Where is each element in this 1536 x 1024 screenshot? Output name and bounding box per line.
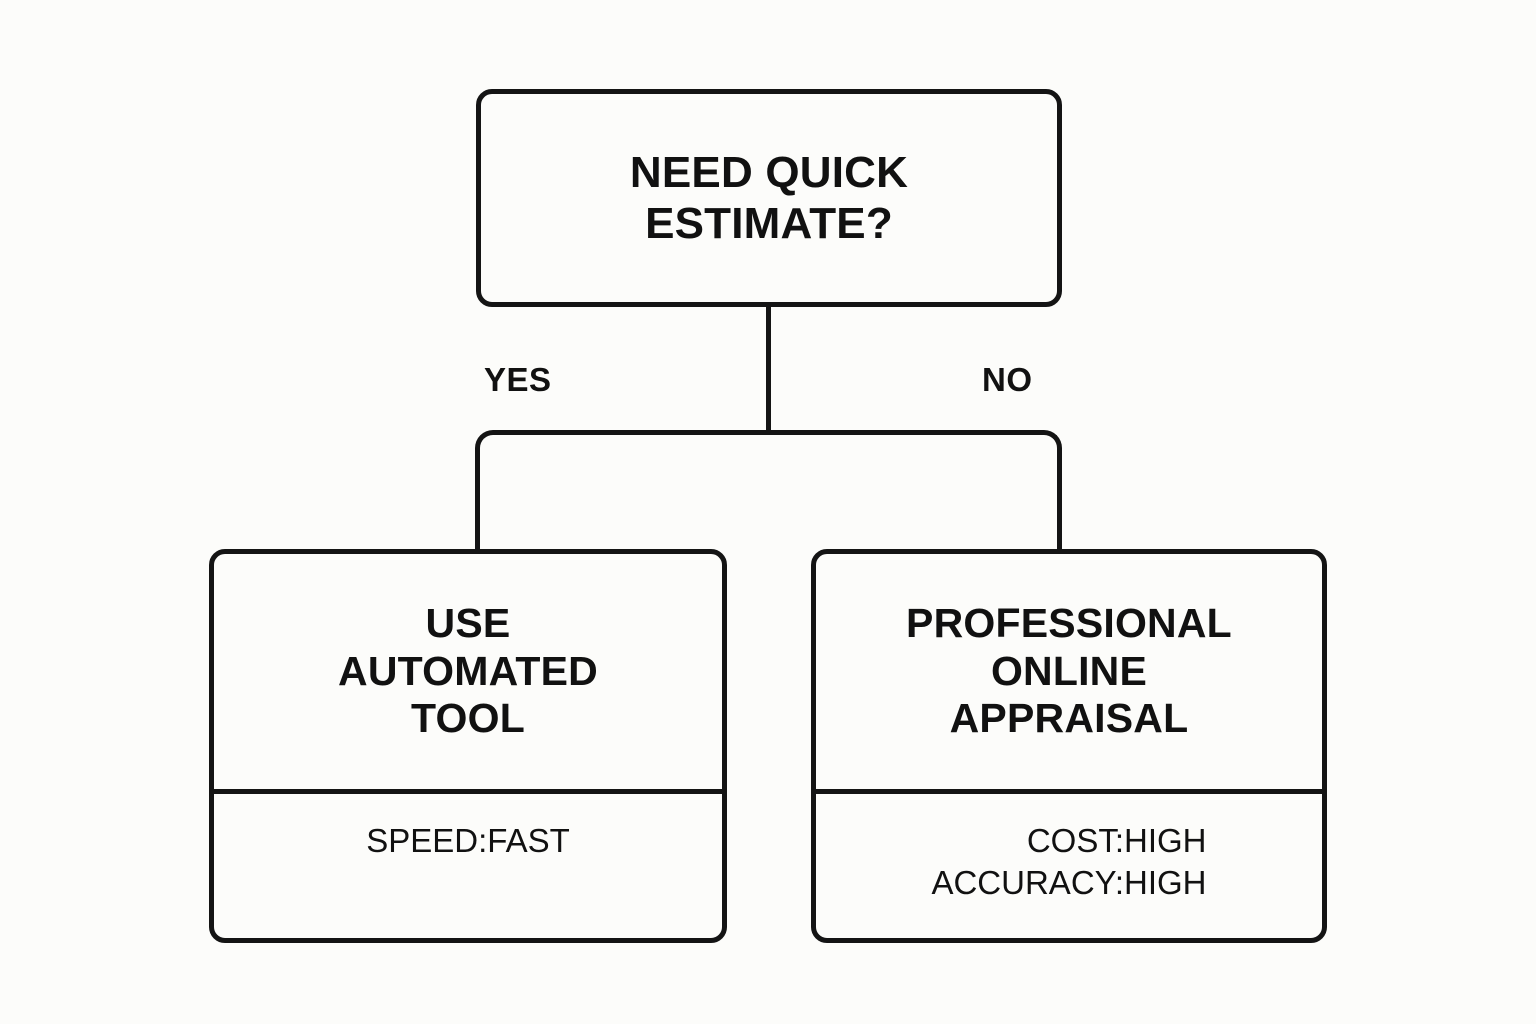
attribute-row: ACCURACY: HIGH [931, 862, 1206, 904]
connector-stem-vertical [766, 305, 771, 432]
outcome-right-header: PROFESSIONAL ONLINE APPRAISAL [816, 554, 1322, 789]
attribute-value: HIGH [1124, 864, 1207, 902]
outcome-right-title: PROFESSIONAL ONLINE APPRAISAL [906, 600, 1232, 742]
attribute-key: COST: [1026, 822, 1125, 859]
attribute-row: COST: HIGH [931, 820, 1207, 862]
outcome-right-divider [816, 789, 1322, 794]
branch-label-no: NO [982, 361, 1033, 398]
branch-label-yes: YES [484, 361, 552, 398]
outcome-left-attributes: SPEED: FAST [214, 794, 722, 938]
outcome-left-attribute-table: SPEED: FAST [366, 820, 570, 862]
attribute-value: HIGH [1124, 822, 1207, 859]
decision-node-title: NEED QUICK ESTIMATE? [629, 147, 909, 248]
attribute-row: SPEED: FAST [366, 820, 570, 862]
attribute-key: SPEED: [366, 822, 488, 859]
attribute-key: ACCURACY: [931, 864, 1125, 902]
outcome-right-attributes: COST: HIGH ACCURACY: HIGH [816, 794, 1322, 938]
decision-node[interactable]: NEED QUICK ESTIMATE? [476, 89, 1062, 307]
outcome-left-divider [214, 789, 722, 794]
outcome-node-automated-tool[interactable]: USE AUTOMATED TOOL SPEED: FAST [209, 549, 727, 943]
outcome-left-header: USE AUTOMATED TOOL [214, 554, 722, 789]
outcome-left-title: USE AUTOMATED TOOL [338, 600, 598, 742]
attribute-value: FAST [487, 822, 570, 859]
connector-branch-bracket [475, 430, 1062, 551]
outcome-right-attribute-table: COST: HIGH ACCURACY: HIGH [931, 820, 1206, 904]
outcome-node-professional-appraisal[interactable]: PROFESSIONAL ONLINE APPRAISAL COST: HIGH… [811, 549, 1327, 943]
